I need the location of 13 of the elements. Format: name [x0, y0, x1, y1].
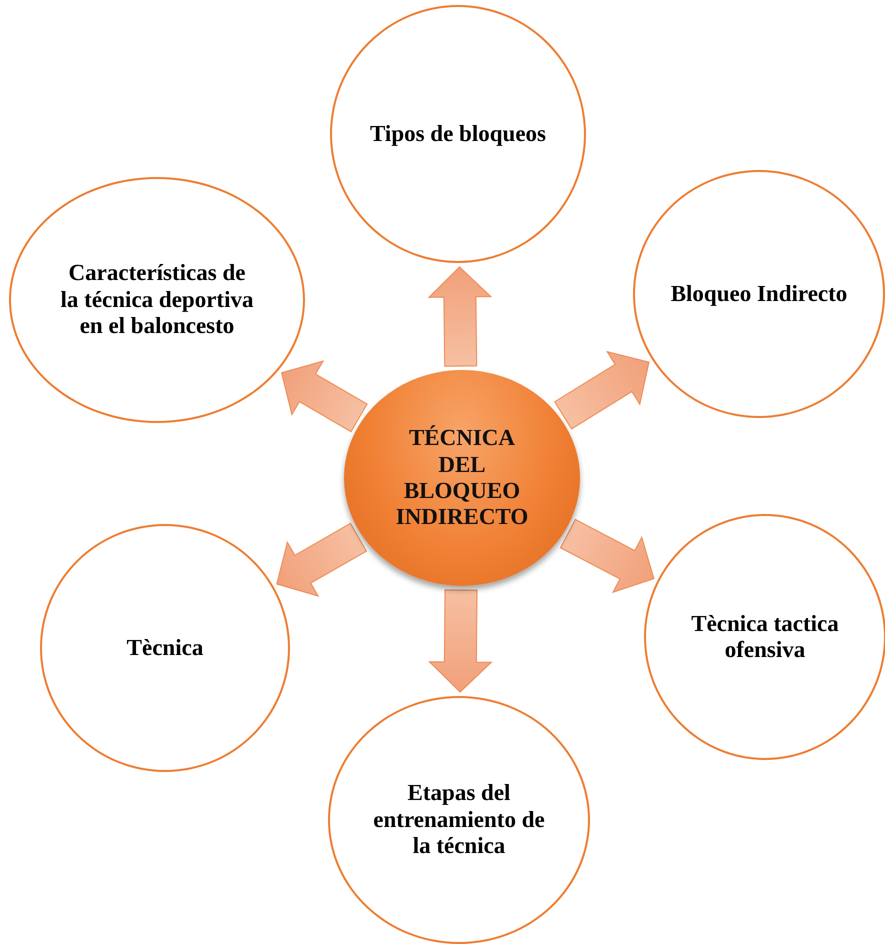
- block-arrow: [560, 518, 655, 594]
- circle-label: TÉCNICA DEL BLOQUEO INDIRECTO: [394, 425, 530, 531]
- block-arrow: [280, 360, 368, 432]
- circle-label: Características de la técnica deportiva en el baloncesto: [60, 260, 254, 340]
- block-arrow: [428, 589, 493, 693]
- block-arrow: [554, 350, 650, 430]
- circle-label: Tipos de bloqueos: [370, 120, 546, 148]
- circle-label: Etapas del entrenamiento de la técnica: [372, 780, 546, 860]
- circle-label: Tècnica: [126, 634, 204, 662]
- circle-label: Bloqueo Indirecto: [670, 280, 848, 308]
- block-arrow: [276, 522, 368, 597]
- block-arrow: [428, 266, 492, 367]
- circle-label: Tècnica tactica ofensiva: [690, 610, 840, 664]
